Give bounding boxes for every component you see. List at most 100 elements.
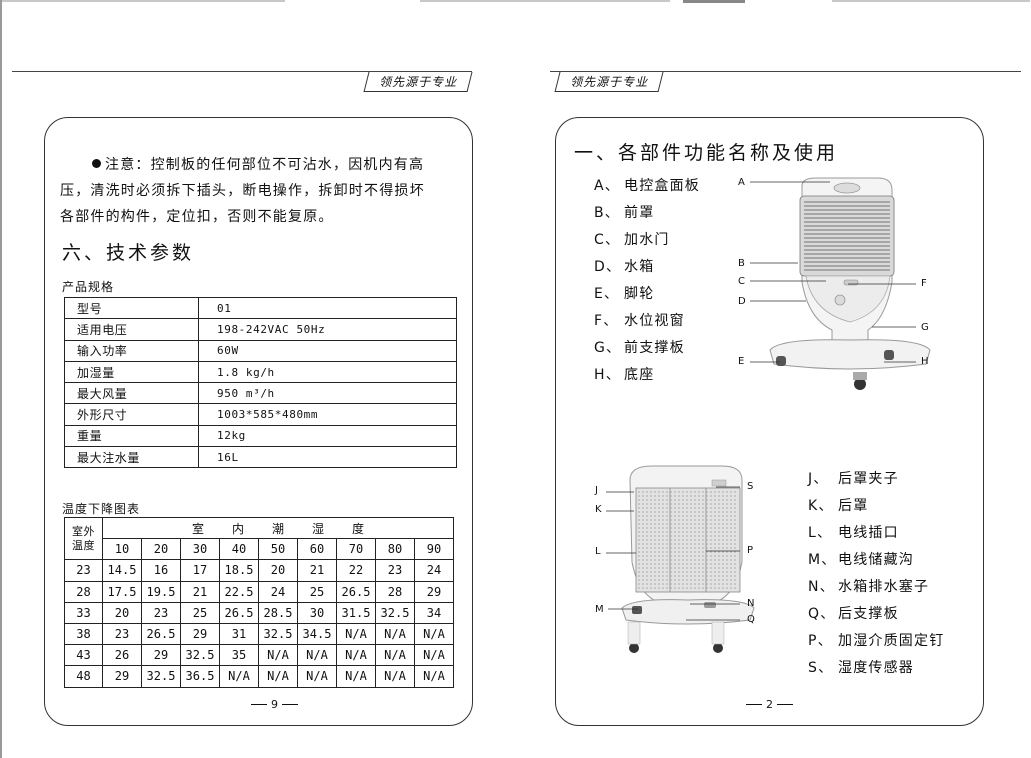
rear-part-code: M、 (808, 552, 837, 568)
temp-value-cell: 28 (375, 580, 415, 603)
humidity-column-header: 60 (297, 538, 337, 561)
temp-value-cell: 35 (219, 644, 259, 667)
note-line-1: 注意：控制板的任何部位不可沾水，因机内有高 (105, 157, 425, 173)
temp-value-cell: 22 (336, 559, 376, 582)
temp-value-cell: 23 (375, 559, 415, 582)
temp-value-cell: 29 (180, 622, 220, 646)
front-part-name: 加水门 (624, 232, 670, 248)
temp-value-cell: 18.5 (219, 559, 259, 582)
front-part-name: 前罩 (624, 205, 655, 221)
temp-value-cell: 32.5 (258, 622, 298, 646)
rear-part-name: 水箱排水塞子 (838, 579, 930, 595)
temp-value-cell: 23 (141, 601, 181, 624)
temp-corner-header: 室外温度 (64, 516, 103, 561)
rear-part-item: K、后罩 (808, 495, 868, 515)
header-rule-left (12, 71, 472, 72)
temp-value-cell: 16 (141, 559, 181, 582)
front-part-name: 前支撑板 (624, 340, 685, 356)
rear-part-code: L、 (808, 525, 833, 541)
note-line-2: 压，清洗时必须拆下插头，断电操作，拆卸时不得损坏 (60, 183, 425, 199)
rear-part-name: 电线插口 (838, 525, 899, 541)
rear-part-item: J、后罩夹子 (808, 468, 899, 488)
rear-part-code: J、 (808, 471, 829, 487)
rear-unit-illustration (621, 465, 755, 653)
spec-value: 1003*585*480mm (198, 403, 457, 426)
temp-value-cell: 29 (141, 644, 181, 667)
temp-value-cell: 31 (219, 622, 259, 646)
front-part-item: E、脚轮 (594, 283, 654, 303)
rear-part-item: S、湿度传感器 (808, 657, 914, 677)
front-part-code: B、 (594, 205, 621, 221)
temp-value-cell: 14.5 (102, 559, 142, 582)
spec-value: 12kg (198, 424, 457, 448)
front-part-code: F、 (594, 313, 619, 329)
temp-value-cell: 34 (414, 601, 454, 624)
spec-key: 重量 (64, 424, 199, 448)
humidity-column-header: 80 (375, 538, 415, 561)
spec-value: 16L (198, 446, 457, 469)
callout-g: G (921, 322, 929, 333)
temp-value-cell: N/A (219, 665, 259, 688)
temp-value-cell: N/A (336, 644, 376, 667)
front-part-name: 底座 (624, 367, 655, 383)
right-page-frame (555, 117, 984, 726)
callout-h: H (921, 356, 929, 367)
temp-value-cell: N/A (414, 622, 454, 646)
callout-f: F (921, 278, 927, 289)
callout-m: M (595, 604, 604, 615)
front-part-code: C、 (594, 232, 621, 248)
humidity-column-header: 50 (258, 538, 298, 561)
slogan-left: 领先源于专业 (363, 72, 473, 92)
humidity-header-char: 潮 (271, 521, 284, 536)
outdoor-temp-cell: 43 (64, 644, 103, 667)
temp-value-cell: 36.5 (180, 665, 220, 688)
callout-p: P (747, 545, 754, 556)
rear-part-code: N、 (808, 579, 835, 595)
humidity-column-header: 90 (414, 538, 454, 561)
rear-part-item: L、电线插口 (808, 522, 899, 542)
temp-value-cell: N/A (336, 622, 376, 646)
corner-line-1: 室外 (72, 524, 95, 538)
rear-part-name: 后支撑板 (838, 606, 899, 622)
temp-value-cell: 26.5 (336, 580, 376, 603)
rear-part-code: S、 (808, 660, 834, 676)
outdoor-temp-cell: 28 (64, 580, 103, 603)
callout-b: B (738, 258, 745, 269)
temp-value-cell: 23 (102, 622, 142, 646)
temp-value-cell: N/A (258, 665, 298, 688)
temp-value-cell: N/A (336, 665, 376, 688)
corner-line-2: 温度 (72, 538, 95, 552)
temp-value-cell: 20 (258, 559, 298, 582)
callout-c: C (738, 276, 745, 287)
temp-value-cell: N/A (375, 665, 415, 688)
rear-part-name: 湿度传感器 (838, 660, 914, 676)
humidity-header-char: 内 (231, 521, 244, 536)
temp-value-cell: N/A (414, 665, 454, 688)
temp-value-cell: 19.5 (141, 580, 181, 603)
spec-key: 最大注水量 (64, 446, 199, 469)
temp-value-cell: 25 (297, 580, 337, 603)
slogan-right: 领先源于专业 (554, 72, 664, 92)
scan-top-strip (0, 0, 1031, 3)
temp-value-cell: 28.5 (258, 601, 298, 624)
temp-value-cell: 21 (180, 580, 220, 603)
callout-n: N (747, 598, 755, 609)
rear-part-name: 后罩夹子 (838, 471, 899, 487)
rear-part-item: P、加湿介质固定钉 (808, 630, 944, 650)
page-number-right: 2 (746, 698, 793, 711)
spec-value: 60W (198, 339, 457, 362)
rear-part-item: Q、后支撑板 (808, 603, 899, 623)
callout-a: A (738, 177, 745, 188)
callout-l: L (595, 546, 601, 557)
temp-value-cell: 17.5 (102, 580, 142, 603)
front-part-item: D、水箱 (594, 256, 654, 276)
